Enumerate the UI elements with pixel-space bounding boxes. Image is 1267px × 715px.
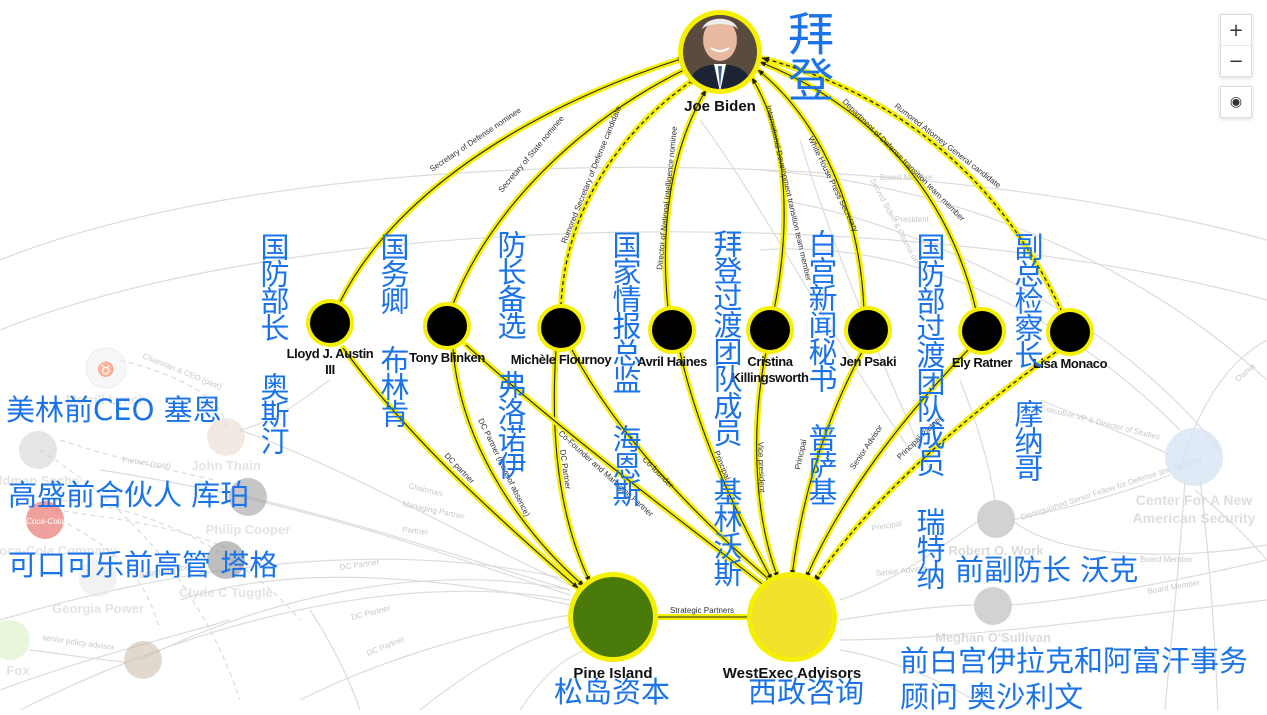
node-philip-cooper[interactable]: Philip Cooper xyxy=(206,478,291,537)
node-lloyd-austin[interactable]: Lloyd J. Austin III xyxy=(287,299,374,377)
annotation-austin: 国防部长 奥斯汀 xyxy=(256,232,290,453)
annotation-biden: 拜登 xyxy=(781,10,835,102)
node-coca-cola[interactable]: Coca-Cola The Coca-Cola Company xyxy=(0,501,118,558)
node-robert-work[interactable]: Robert O. Work xyxy=(948,500,1044,558)
svg-text:Philip Cooper: Philip Cooper xyxy=(206,522,291,537)
annotation-westexec: 西政咨询 xyxy=(748,675,865,709)
annotation-blinken: 国务卿 布林肯 xyxy=(376,232,410,426)
svg-text:Cristina: Cristina xyxy=(747,354,793,369)
node-pine-island[interactable]: Pine Island xyxy=(568,572,658,682)
svg-text:Avril Haines: Avril Haines xyxy=(637,354,707,369)
svg-text:Center For A New: Center For A New xyxy=(1136,492,1253,508)
node-lisa-monaco[interactable]: Lisa Monaco xyxy=(1033,308,1108,371)
svg-text:Executive VP & Director of Stu: Executive VP & Director of Studies xyxy=(1040,403,1162,441)
node-westexec-advisors[interactable]: WestExec Advisors xyxy=(723,572,861,682)
annotation-work: 前副防长 沃克 xyxy=(955,553,1139,587)
recenter-control: ◉ xyxy=(1220,86,1252,118)
svg-text:Pine Island: Pine Island xyxy=(573,665,652,682)
annotation-cooper: 高盛前合伙人 库珀 xyxy=(8,478,250,512)
annotation-flournoy: 防长备选 弗洛诺伊 xyxy=(493,230,527,478)
node-avril-haines[interactable]: Avril Haines xyxy=(637,306,707,369)
svg-text:WestExec Advisors: WestExec Advisors xyxy=(723,665,861,682)
node-cnas[interactable]: Center For A New American Security xyxy=(1133,428,1256,526)
svg-text:Partner (past): Partner (past) xyxy=(122,455,172,471)
node-goldman-sachs[interactable]: Goldman Sachs xyxy=(0,431,79,488)
node-john-thain[interactable]: John Thain xyxy=(191,418,261,473)
svg-text:DC Partner: DC Partner xyxy=(350,603,391,621)
zoom-controls: + − xyxy=(1220,14,1252,77)
svg-text:Partner: Partner xyxy=(402,525,429,537)
svg-text:Lloyd J. Austin: Lloyd J. Austin xyxy=(287,346,374,361)
svg-text:Co-founder: Co-founder xyxy=(641,455,676,490)
svg-text:Joe Biden: Joe Biden xyxy=(684,98,756,115)
svg-text:President: President xyxy=(895,215,930,224)
node-georgia-power[interactable]: Georgia Power xyxy=(52,559,144,616)
annotation-pine-island: 松岛资本 xyxy=(554,675,671,709)
node-clyde-tuggle[interactable]: Clyde C Tuggle xyxy=(179,541,273,600)
person-nodes: Lloyd J. Austin III Tony Blinken Michèle… xyxy=(287,299,1108,385)
node-ely-ratner[interactable]: Ely Ratner xyxy=(952,307,1013,370)
svg-text:Chairman: Chairman xyxy=(408,481,444,498)
node-michele-flournoy[interactable]: Michèle Flournoy xyxy=(511,304,613,367)
node-joe-biden[interactable]: Joe Biden xyxy=(678,10,762,115)
annotation-ratner: 国防部过渡团队成员 瑞特纳 xyxy=(912,232,946,588)
annotation-thain: 美林前CEO 塞恩 xyxy=(6,393,222,427)
svg-text:Senior Advisor: Senior Advisor xyxy=(848,423,884,471)
svg-text:Goldman Sachs: Goldman Sachs xyxy=(0,473,79,488)
zoom-out-button[interactable]: − xyxy=(1221,45,1251,76)
annotation-killingsworth: 拜登过渡团队成员 基林沃斯 xyxy=(709,229,743,585)
svg-text:John Thain: John Thain xyxy=(191,458,260,473)
right-background-nodes: Robert O. Work Meghan O'Sullivan Center … xyxy=(935,428,1256,645)
node-person-bottom-left[interactable] xyxy=(124,641,162,679)
svg-text:Jen Psaki: Jen Psaki xyxy=(840,354,896,369)
svg-text:Michèle Flournoy: Michèle Flournoy xyxy=(511,352,613,367)
locate-icon[interactable]: ◉ xyxy=(1229,94,1243,110)
svg-text:III: III xyxy=(325,362,335,377)
node-meghan-osullivan[interactable]: Meghan O'Sullivan xyxy=(935,587,1051,645)
svg-text:Fox: Fox xyxy=(6,663,30,678)
node-tony-blinken[interactable]: Tony Blinken xyxy=(409,302,486,365)
svg-text:Strategic Partners: Strategic Partners xyxy=(670,606,734,615)
annotation-psaki: 白宫新闻秘书 普萨基 xyxy=(804,229,838,504)
node-jen-psaki[interactable]: Jen Psaki xyxy=(840,306,897,369)
svg-text:Owner: Owner xyxy=(1234,361,1258,383)
svg-text:Secretary of Defense nominee: Secretary of Defense nominee xyxy=(428,105,523,173)
svg-text:Tony Blinken: Tony Blinken xyxy=(409,350,485,365)
node-cristina-killingsworth[interactable]: Cristina Killingsworth xyxy=(731,306,809,385)
svg-text:Coca-Cola: Coca-Cola xyxy=(26,517,64,526)
zoom-in-button[interactable]: + xyxy=(1228,19,1244,41)
svg-text:Board Member: Board Member xyxy=(880,173,933,182)
background-nodes: ♉ Merrill Lynch John Thain Goldman Sachs… xyxy=(0,347,291,679)
svg-text:DC Partner: DC Partner xyxy=(365,634,406,657)
svg-text:senior policy advisor: senior policy advisor xyxy=(42,633,115,652)
background-edges xyxy=(0,119,1267,710)
node-merrill-lynch[interactable]: ♉ Merrill Lynch xyxy=(66,347,146,407)
svg-text:Robert O. Work: Robert O. Work xyxy=(948,543,1044,558)
svg-text:Clyde C Tuggle: Clyde C Tuggle xyxy=(179,585,273,600)
edges-to-firms xyxy=(340,342,1059,620)
svg-text:Killingsworth: Killingsworth xyxy=(731,370,809,385)
node-fox[interactable]: Fox xyxy=(0,620,30,678)
svg-text:Ely Ratner: Ely Ratner xyxy=(952,355,1013,370)
svg-text:Chairman & CEO (past): Chairman & CEO (past) xyxy=(141,352,223,392)
svg-text:Board Member: Board Member xyxy=(1140,555,1193,564)
svg-text:American Security: American Security xyxy=(1133,510,1256,526)
annotation-osullivan: 前白宫伊拉克和阿富汗事务顾问 奥沙利文 xyxy=(900,644,1249,714)
svg-text:Vice president: Vice president xyxy=(756,442,767,494)
annotation-haines: 国家情报总监 海恩斯 xyxy=(608,230,642,505)
edges-to-biden xyxy=(337,55,1065,315)
svg-text:Merrill Lynch: Merrill Lynch xyxy=(66,392,146,407)
svg-text:Lisa Monaco: Lisa Monaco xyxy=(1033,356,1108,371)
annotation-monaco: 副总检察长 摩纳哥 xyxy=(1010,232,1044,480)
svg-text:Georgia Power: Georgia Power xyxy=(52,601,144,616)
svg-text:Meghan O'Sullivan: Meghan O'Sullivan xyxy=(935,630,1051,645)
bull-logo-icon: ♉ xyxy=(97,361,114,378)
annotation-tuggle: 可口可乐前高管 塔格 xyxy=(8,548,279,582)
svg-text:Principal: Principal xyxy=(871,519,903,533)
svg-text:The Coca-Cola Company: The Coca-Cola Company xyxy=(0,543,118,558)
